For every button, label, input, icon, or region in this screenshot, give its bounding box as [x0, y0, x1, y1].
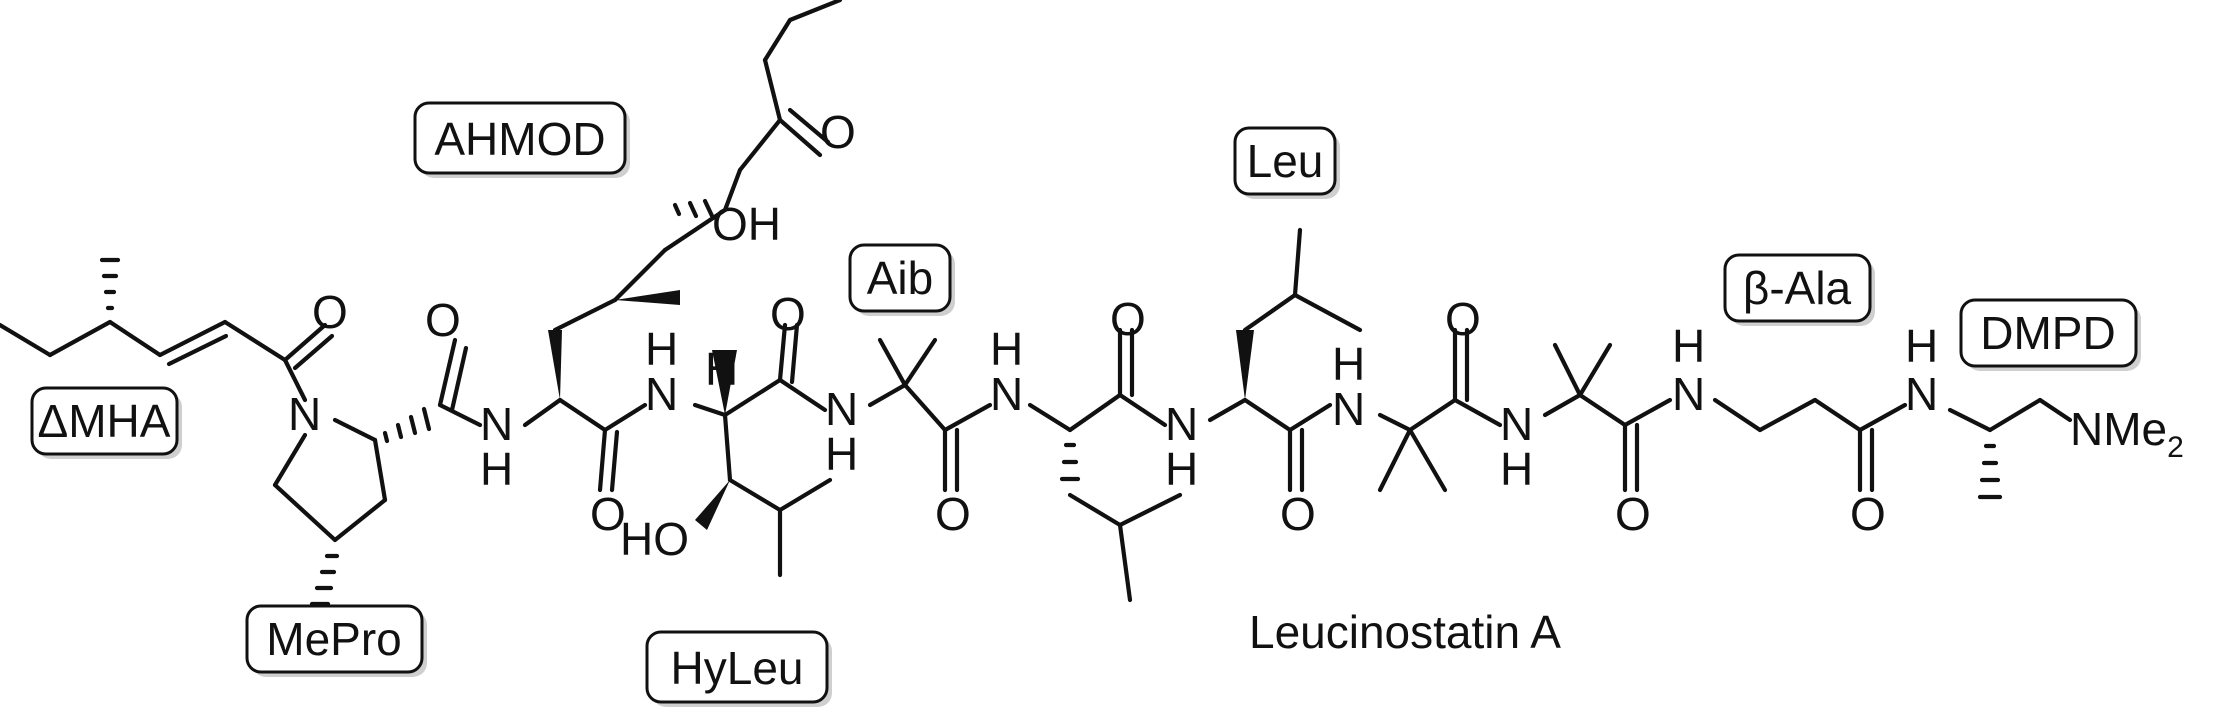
- atom-h-aib2-n: H: [1332, 338, 1365, 390]
- atom-h-hyleu-n: H: [645, 323, 678, 375]
- hashed-dmpd-methyl: [1977, 443, 2003, 500]
- atom-o-bala: O: [1850, 488, 1886, 540]
- atom-n-leu1: N: [990, 368, 1023, 420]
- atom-h-leu1: H: [990, 323, 1023, 375]
- atom-n-pro: N: [288, 388, 321, 440]
- atom-n-ahmod: N: [480, 398, 513, 450]
- atom-o-mha: O: [312, 286, 348, 338]
- atom-o-aib1: O: [935, 488, 971, 540]
- wedge-hyleu-oh: [695, 480, 730, 530]
- atom-o-leu2: O: [1280, 488, 1316, 540]
- svg-text:Leu: Leu: [1247, 135, 1324, 187]
- atom-n-aib1: N: [825, 383, 858, 435]
- residue-label-ahmod: AHMOD: [413, 101, 630, 178]
- atom-n-dmpd: N: [1905, 368, 1938, 420]
- residue-label-mepro: MePro: [245, 604, 427, 677]
- atom-o-ahmod: O: [590, 488, 626, 540]
- hashed-methyl-mepro: [309, 553, 340, 607]
- atom-nme2: NMe2: [2070, 403, 2184, 464]
- svg-text:DMPD: DMPD: [1980, 307, 2115, 359]
- bond-skeleton: [0, 0, 2073, 607]
- atom-n-bala: N: [1672, 368, 1705, 420]
- atom-o-aib3: O: [1615, 488, 1651, 540]
- atom-o-ketone: O: [820, 106, 856, 158]
- svg-text:β-Ala: β-Ala: [1743, 262, 1852, 314]
- atom-h-aib1: H: [825, 428, 858, 480]
- atom-h-bala: H: [1672, 320, 1705, 372]
- svg-text:Aib: Aib: [867, 252, 933, 304]
- atom-h-ahmod: H: [480, 443, 513, 495]
- residue-label-hyleu: HyLeu: [645, 630, 832, 707]
- atom-n-hyleu: N: [645, 368, 678, 420]
- atom-n-aib3: N: [1500, 398, 1533, 450]
- atom-o-leu1: O: [1110, 293, 1146, 345]
- atom-labels: O N O N H O O OH H N H HO O N H O H N O …: [288, 106, 2184, 565]
- residue-label-beta-ala: β-Ala: [1723, 253, 1875, 326]
- residue-label-dmpd: DMPD: [1959, 298, 2141, 371]
- hashed-alpha-mepro: [382, 406, 432, 444]
- svg-text:HyLeu: HyLeu: [671, 642, 804, 694]
- hashed-ahmod-oh: [672, 198, 716, 221]
- svg-text:AHMOD: AHMOD: [434, 113, 605, 165]
- atom-n-leu2: N: [1165, 398, 1198, 450]
- atom-ho-hyleu: HO: [620, 513, 689, 565]
- wedge-ahmod-methyl: [615, 290, 680, 305]
- wedge-ahmod-alpha: [548, 330, 562, 400]
- atom-o-pro: O: [425, 294, 461, 346]
- atom-h-dmpd: H: [1905, 320, 1938, 372]
- residue-label-leu: Leu: [1233, 126, 1340, 199]
- residue-label-aib: Aib: [848, 243, 955, 316]
- residue-label-dmha: ΔMHA: [30, 386, 182, 459]
- atom-oh-ahmod: OH: [712, 198, 781, 250]
- svg-text:MePro: MePro: [266, 613, 401, 665]
- atom-h-hyleu-alpha: H: [705, 343, 738, 395]
- compound-title: Leucinostatin A: [1249, 606, 1561, 658]
- atom-h-aib3: H: [1500, 443, 1533, 495]
- wedge-hyleu-alpha: [712, 350, 737, 415]
- svg-text:ΔMHA: ΔMHA: [38, 395, 171, 447]
- wedge-leu2-alpha: [1236, 330, 1254, 400]
- atom-n-aib2: N: [1332, 383, 1365, 435]
- atom-o-aib2: O: [1445, 293, 1481, 345]
- hashed-leu1-alpha: [1059, 442, 1081, 482]
- hashed-methyl-mha: [99, 257, 121, 311]
- atom-h-leu2: H: [1165, 443, 1198, 495]
- atom-o-hyleu: O: [770, 288, 806, 340]
